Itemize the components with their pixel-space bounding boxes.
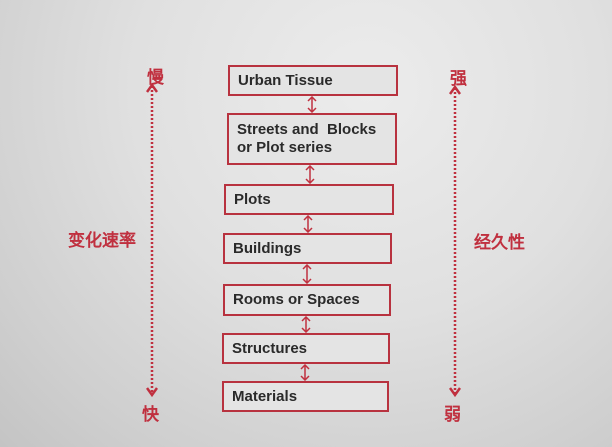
right-bottom-label: 弱	[444, 405, 461, 425]
level-plots: Plots	[224, 184, 394, 215]
connector-arrow-icon	[301, 316, 311, 333]
level-rooms-spaces: Rooms or Spaces	[223, 284, 391, 316]
level-label: Structures	[232, 339, 308, 357]
level-label: Plots	[234, 190, 271, 208]
left-double-arrow-icon	[146, 82, 158, 398]
left-axis-label: 变化速率	[68, 231, 136, 251]
connector-arrow-icon	[307, 96, 317, 113]
level-label: Urban Tissue	[238, 71, 333, 89]
right-axis-label: 经久性	[474, 233, 525, 253]
left-bottom-label: 快	[142, 405, 159, 425]
level-label: Buildings	[233, 239, 302, 257]
level-label-line2: or Plot series	[237, 139, 333, 156]
level-materials: Materials	[222, 381, 389, 412]
connector-arrow-icon	[302, 264, 312, 284]
connector-arrow-icon	[303, 215, 313, 233]
level-buildings: Buildings	[223, 233, 392, 264]
level-label: Materials	[232, 387, 298, 405]
level-label: Streets and Blocks	[237, 121, 377, 138]
connector-arrow-icon	[300, 364, 310, 381]
level-structures: Structures	[222, 333, 390, 364]
level-urban-tissue: Urban Tissue	[228, 65, 398, 96]
connector-arrow-icon	[305, 165, 315, 184]
level-label: Rooms or Spaces	[233, 291, 360, 308]
right-double-arrow-icon	[449, 84, 461, 398]
left-top-label: 慢	[147, 68, 164, 88]
right-top-label: 强	[450, 69, 467, 89]
